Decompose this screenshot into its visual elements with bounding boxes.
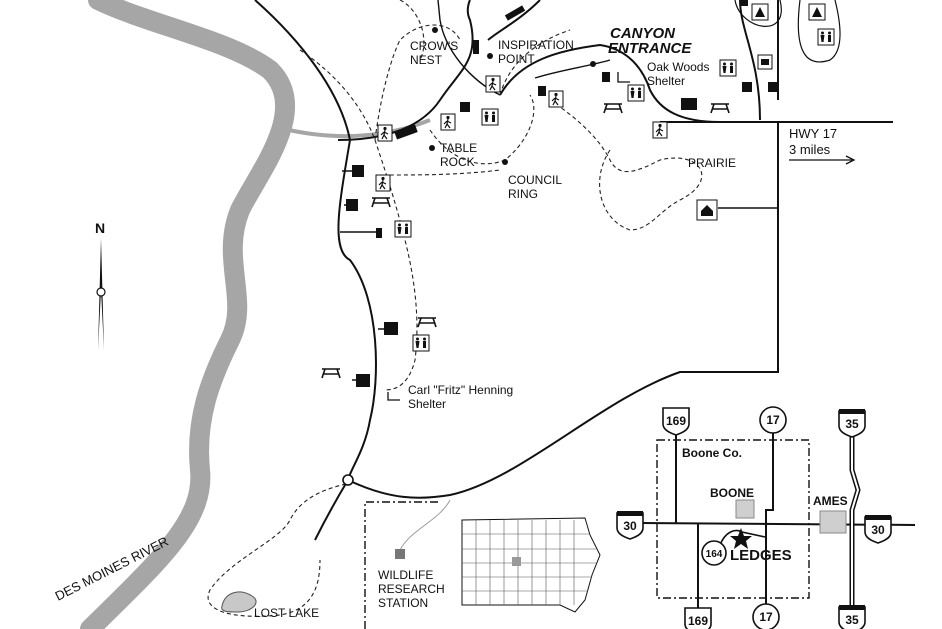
inspiration-point-label: INSPIRATION POINT: [498, 38, 577, 66]
iowa-map: [461, 517, 601, 613]
campground-outline: [734, 0, 841, 63]
des-moines-river: [80, 0, 296, 629]
wildlife-road: [399, 499, 451, 551]
restroom-icon: [627, 84, 645, 102]
parking-areas: [346, 0, 778, 387]
svg-text:35: 35: [845, 613, 859, 627]
picnic-table-icon: [417, 317, 437, 328]
svg-text:169: 169: [666, 414, 686, 428]
park-roads: [254, 0, 893, 541]
ledges-label: LEDGES: [730, 547, 792, 564]
hiking-icon: [440, 113, 456, 131]
route-164-shield: 164: [701, 540, 727, 566]
inset-map: [639, 430, 916, 610]
us-30-right-shield: 30: [864, 515, 892, 544]
svg-text:17: 17: [759, 610, 773, 624]
svg-text:30: 30: [871, 523, 885, 537]
crows-nest-label: CROW'S NEST: [410, 39, 462, 67]
campground-icon: [808, 3, 826, 21]
restroom-icon: [719, 59, 737, 77]
picnic-table-icon: [321, 368, 341, 379]
council-ring-label: COUNCIL RING: [508, 173, 565, 201]
wildlife-station-marker: [395, 549, 405, 559]
table-rock-label: TABLE ROCK: [440, 141, 480, 169]
svg-text:164: 164: [706, 549, 723, 560]
hiking-icon: [548, 90, 564, 108]
boone-county-label: Boone Co.: [682, 446, 742, 460]
us-169-top-shield: 169: [662, 407, 690, 436]
hwy-17-label: HWY 17 3 miles: [789, 126, 841, 157]
boone-town: [735, 499, 755, 519]
svg-text:169: 169: [688, 614, 708, 628]
hwy-arrow: [789, 155, 856, 165]
wildlife-station-label: WILDLIFE RESEARCH STATION: [378, 568, 448, 610]
ledges-star-icon: [730, 528, 752, 549]
ia-17-top-shield: 17: [759, 406, 787, 434]
hiking-icon: [652, 121, 668, 139]
restroom-icon: [817, 28, 835, 46]
ia-17-bottom-shield: 17: [752, 603, 780, 629]
prairie-label: PRAIRIE: [688, 156, 736, 170]
restroom-icon: [394, 220, 412, 238]
ames-town: [819, 510, 847, 534]
canyon-entrance-label: CANYON ENTRANCE: [608, 25, 692, 57]
svg-text:30: 30: [623, 519, 637, 533]
i-35-bottom-shield: 35: [838, 605, 866, 629]
lost-lake: [221, 591, 257, 613]
roundabout: [342, 474, 354, 486]
lodge-icon: [696, 199, 718, 221]
picnic-table-icon: [710, 103, 730, 114]
svg-text:N: N: [95, 220, 105, 236]
us-30-left-shield: 30: [616, 511, 644, 540]
hiking-icon: [377, 124, 393, 142]
henning-shelter-label: Carl "Fritz" Henning Shelter: [408, 383, 517, 411]
us-169-bottom-shield: 169: [684, 607, 712, 629]
i-35-top-shield: 35: [838, 409, 866, 438]
wildlife-boundary: [364, 501, 440, 629]
restroom-icon: [412, 334, 430, 352]
picnic-table-icon: [603, 103, 623, 114]
hiking-icon: [485, 75, 501, 93]
poi-dots: [429, 27, 596, 165]
ames-label: AMES: [813, 494, 848, 508]
shelter-marks: [387, 72, 630, 401]
restroom-icon: [481, 108, 499, 126]
picnic-table-icon: [371, 197, 391, 208]
parking-icon: [757, 54, 773, 70]
north-arrow: N: [95, 220, 106, 350]
hiking-icon: [375, 174, 391, 192]
lost-lake-label: LOST LAKE: [254, 606, 319, 620]
campground-icon: [751, 3, 769, 21]
svg-text:17: 17: [766, 413, 780, 427]
boone-label: BOONE: [710, 486, 754, 500]
facility-icons: [321, 3, 835, 379]
svg-text:35: 35: [845, 417, 859, 431]
oak-woods-shelter-label: Oak Woods Shelter: [647, 60, 713, 88]
